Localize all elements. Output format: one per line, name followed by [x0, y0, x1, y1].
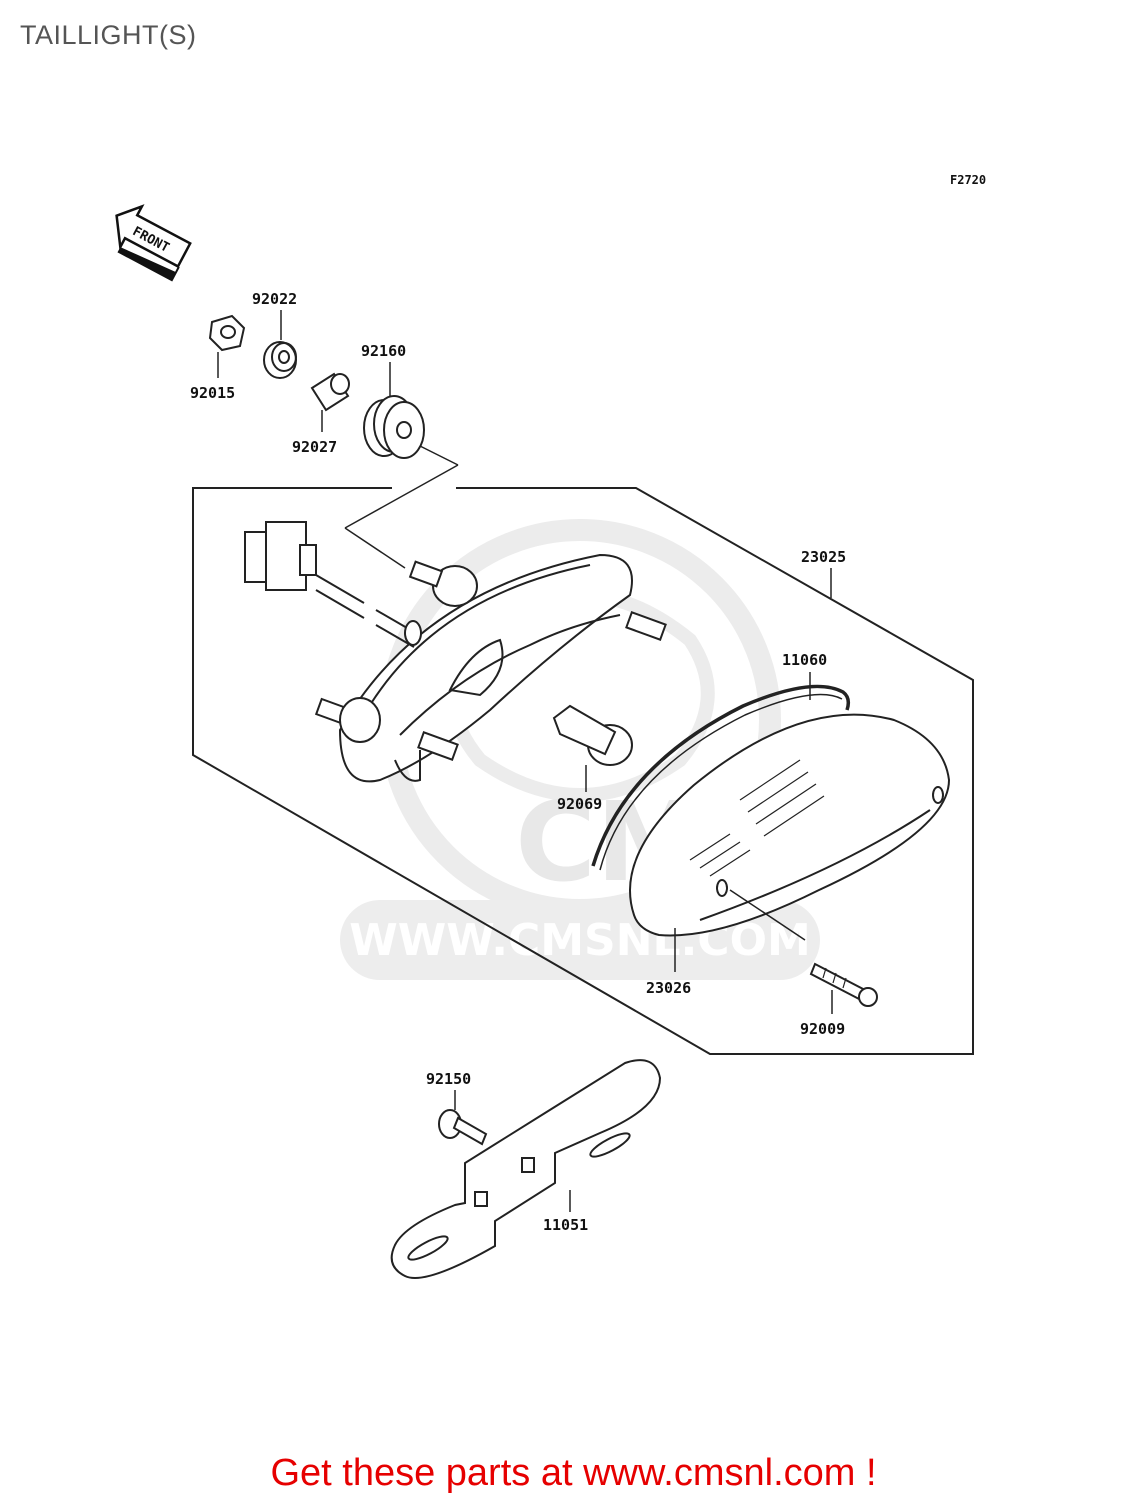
callout-labels: 92022 92015 92160 92027 23025 11060 9206… [190, 290, 846, 1234]
callout-23025: 23025 [801, 548, 846, 566]
front-arrow-icon: FRONT [115, 204, 192, 282]
part-92009-screw [809, 962, 878, 1014]
part-connector [244, 521, 422, 648]
callout-92160: 92160 [361, 342, 406, 360]
callout-92022: 92022 [252, 290, 297, 308]
part-taillight-housing [314, 553, 667, 783]
part-92150-bolt [438, 1090, 488, 1146]
part-92022-washer [263, 310, 297, 379]
callout-11051: 11051 [543, 1216, 588, 1234]
part-92069-bulb [552, 704, 633, 792]
callout-92027: 92027 [292, 438, 337, 456]
footer-link-text[interactable]: Get these parts at www.cmsnl.com ! [270, 1452, 877, 1494]
part-92160-grommet [344, 362, 459, 569]
callout-92015: 92015 [190, 384, 235, 402]
callout-92150: 92150 [426, 1070, 471, 1088]
part-92027-collar [310, 372, 350, 432]
part-11060-gasket [591, 672, 851, 871]
callout-92069: 92069 [557, 795, 602, 813]
callout-23026: 23026 [646, 979, 691, 997]
callout-11060: 11060 [782, 651, 827, 669]
part-11051-bracket [390, 1059, 662, 1279]
callout-92009: 92009 [800, 1020, 845, 1038]
part-23026-lens [629, 713, 951, 972]
diagram-ref-code: F2720 [950, 173, 986, 187]
part-23025-outline [192, 487, 974, 1055]
part-92015-nut [208, 314, 246, 378]
page-title: TAILLIGHT(S) [20, 20, 197, 50]
